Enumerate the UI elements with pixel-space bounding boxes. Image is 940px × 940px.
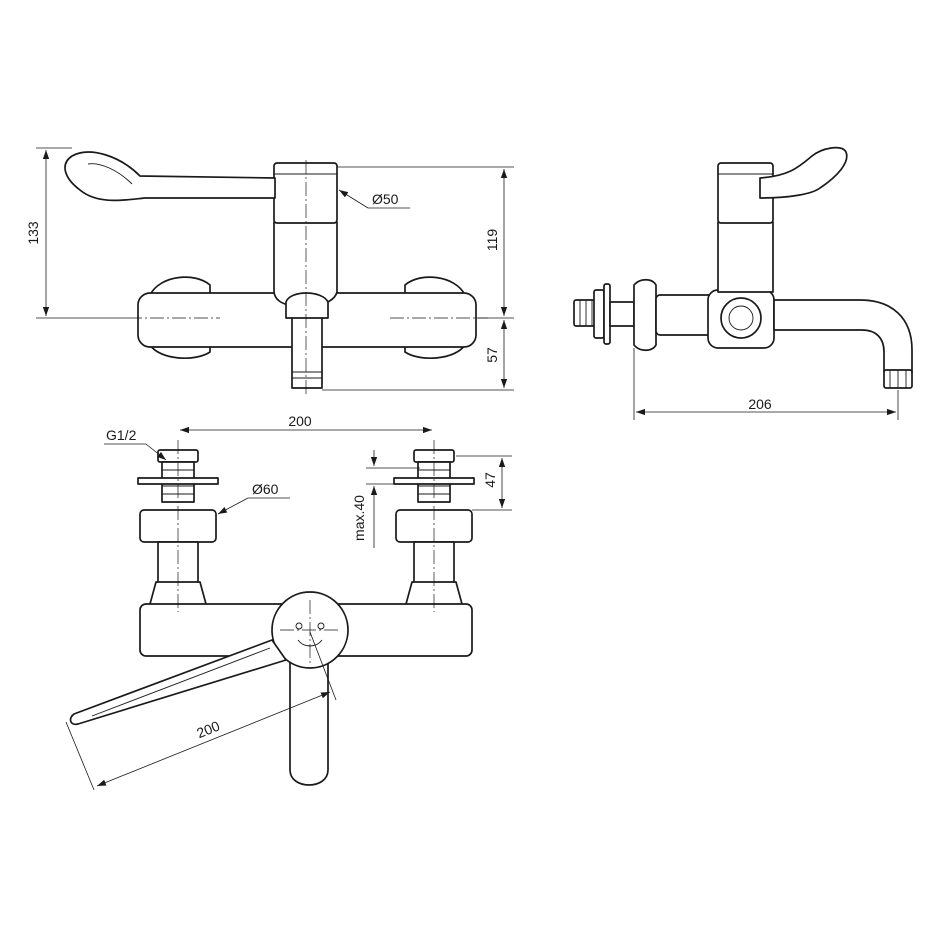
dim-119-label: 119 [484, 229, 500, 252]
front-view: 133 119 57 Ø50 [25, 147, 514, 395]
dim-d50-label: Ø50 [372, 191, 399, 207]
dim-g12-label: G1/2 [106, 427, 137, 443]
side-view: 206 [573, 146, 913, 420]
dim-133-label: 133 [25, 221, 41, 245]
dim-47-label: 47 [482, 472, 498, 488]
dim-57-label: 57 [484, 347, 500, 363]
dim-200-centres-label: 200 [288, 413, 312, 429]
dim-d60-label: Ø60 [252, 481, 279, 497]
dim-max40-label: max.40 [351, 495, 367, 541]
top-view: 200 G1/2 Ø60 max.40 47 200 [65, 413, 512, 791]
dim-206-label: 206 [748, 396, 772, 412]
